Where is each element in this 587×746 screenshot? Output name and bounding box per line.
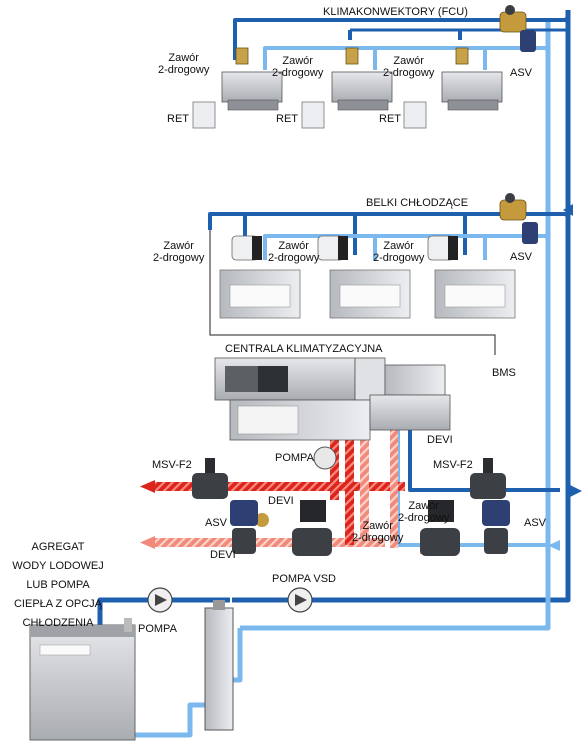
source-line-2: WODY LODOWEJ	[8, 557, 108, 576]
two-way-left	[292, 500, 332, 556]
devi-label-bottom: DEVI	[210, 549, 236, 561]
source-line-1: AGREGAT	[8, 538, 108, 557]
asv-label-left: ASV	[205, 517, 227, 529]
msv-f2-left	[192, 458, 228, 499]
beam-valve-label-3: Zawór 2-drogowy	[373, 240, 424, 264]
ahu-valve-label-right: Zawór 2-drogowy	[398, 500, 449, 524]
beam-valve-label-1: Zawór 2-drogowy	[153, 240, 204, 264]
ret-thermostat-3	[404, 102, 426, 128]
ret-thermostat-2	[302, 102, 324, 128]
chiller-unit	[30, 618, 135, 740]
source-line-3: LUB POMPA	[8, 576, 108, 595]
fcu-valve-1	[236, 48, 248, 64]
devi-label-mid: DEVI	[268, 495, 294, 507]
bms-label: BMS	[492, 367, 516, 379]
msv-f2-label-left: MSV-F2	[152, 459, 192, 471]
buffer-tank	[205, 600, 233, 730]
msv-f2-right	[470, 458, 506, 499]
fcu-unit-3	[442, 72, 502, 110]
pompa-source-label: POMPA	[138, 623, 177, 635]
devi-label-top: DEVI	[427, 434, 453, 446]
asv-left	[230, 500, 258, 554]
pump-ahu	[314, 447, 336, 469]
source-line-4: CIEPŁA Z OPCJĄ	[8, 595, 108, 614]
ahu-valve-label-left: Zawór 2-drogowy	[352, 520, 403, 544]
pompa-vsd-label: POMPA VSD	[272, 573, 336, 585]
beams-section-title: BELKI CHŁODZĄCE	[366, 197, 468, 209]
ahu-section-title: CENTRALA KLIMATYZACYJNA	[225, 343, 383, 355]
pompa-ahu-label: POMPA	[275, 452, 314, 464]
beam-unit-3	[428, 236, 515, 318]
ret-label-1: RET	[167, 113, 189, 125]
fcu-valve-label-1: Zawór 2-drogowy	[158, 52, 209, 76]
fcu-valve-label-3: Zawór 2-drogowy	[383, 55, 434, 79]
air-handling-unit	[215, 358, 450, 440]
fcu-section-title: KLIMAKONWEKTORY (FCU)	[323, 6, 468, 18]
source-line-5: CHŁODZENIA	[8, 614, 108, 633]
beam-valve-label-2: Zawór 2-drogowy	[268, 240, 319, 264]
msv-f2-label-right: MSV-F2	[433, 459, 473, 471]
source-unit-caption: AGREGAT WODY LODOWEJ LUB POMPA CIEPŁA Z …	[8, 538, 108, 633]
asv-beams-label: ASV	[510, 251, 532, 263]
fcu-valve-3	[456, 48, 468, 64]
ret-thermostat-1	[193, 102, 215, 128]
fcu-valve-label-2: Zawór 2-drogowy	[272, 55, 323, 79]
asv-label-right: ASV	[524, 517, 546, 529]
asv-fcu-label: ASV	[510, 67, 532, 79]
fcu-valve-2	[346, 48, 358, 64]
asv-right	[482, 500, 510, 554]
ret-label-2: RET	[276, 113, 298, 125]
ret-label-3: RET	[379, 113, 401, 125]
